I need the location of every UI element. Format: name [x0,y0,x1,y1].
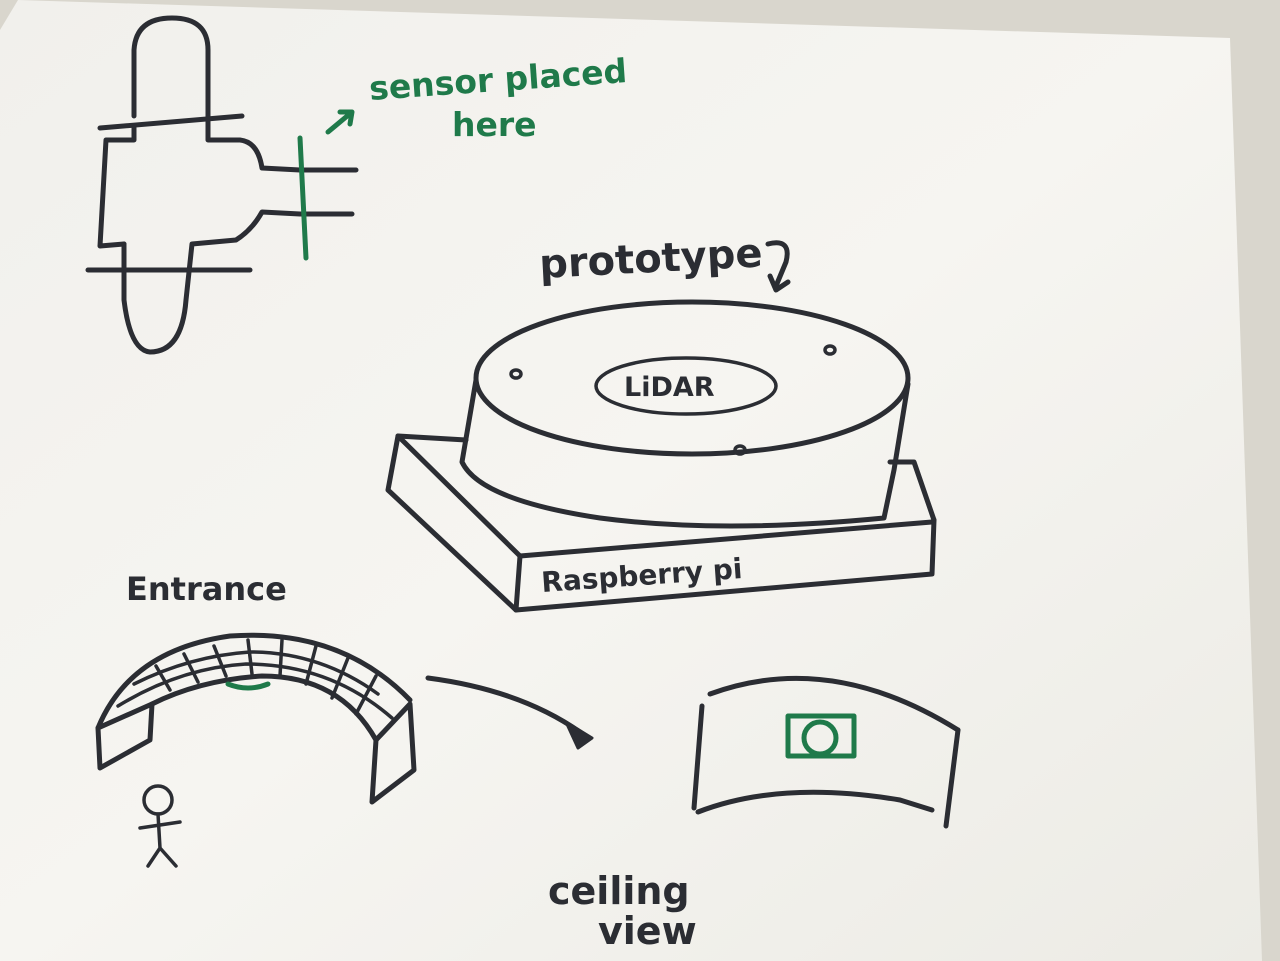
ceiling-label-line1: ceiling [548,869,690,913]
ceiling-view-sketch: ceiling view [548,675,961,953]
arch-outer [95,632,413,731]
person-stick-figure [138,784,182,868]
raspberry-pi-board: Raspberry pi [385,433,937,613]
prototype-sketch: prototype Raspberry pi LiDAR [385,230,937,613]
floor-plan-sketch: sensor placed here [85,15,628,355]
ceiling-label-line2: view [598,909,697,953]
sensor-note-line2: here [452,105,537,144]
prototype-curved-arrow [765,240,791,293]
entrance-label: Entrance [126,570,287,608]
ceiling-left-edge [691,703,705,811]
entrance-sketch: Entrance [95,570,594,868]
ceiling-top-edge [707,675,961,733]
lidar-sensor: LiDAR [459,299,911,529]
sensor-marker-line [297,135,309,261]
arch-right-pillar [369,701,417,805]
arch-inner [149,673,379,743]
arch-sensor-marker [225,681,271,691]
arch-hatching [116,638,394,720]
ceiling-sensor-icon [785,713,857,759]
arrow-head [564,720,594,750]
ceiling-bottom-edge [695,789,935,815]
sensor-pointer-arrow [325,109,355,135]
ceiling-right-edge [943,727,961,829]
lidar-label: LiDAR [624,372,715,403]
